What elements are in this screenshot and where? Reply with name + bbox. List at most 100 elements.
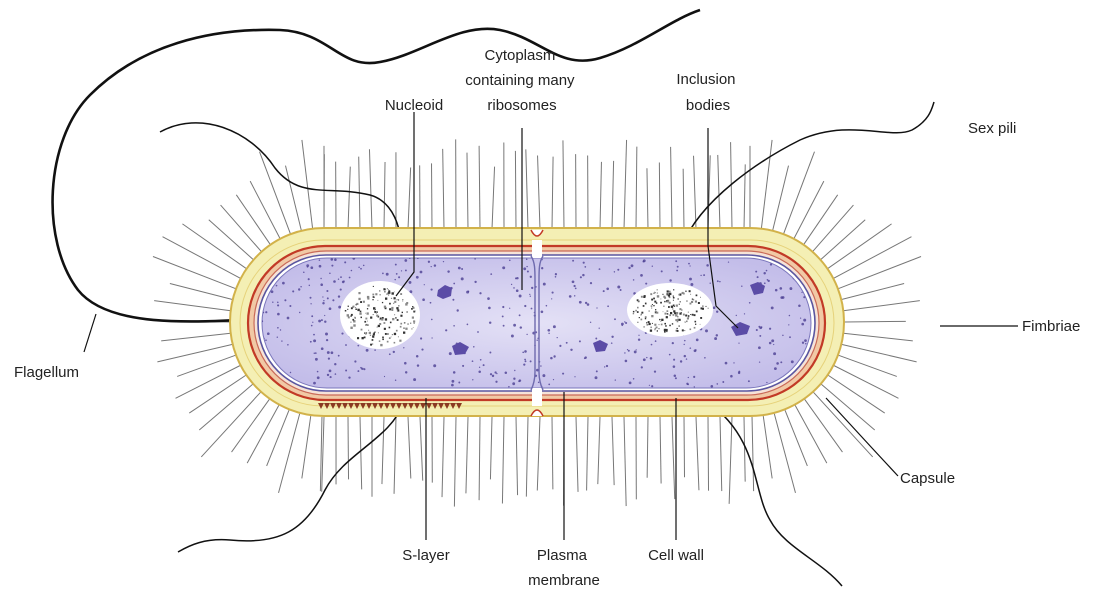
ribosome-dot xyxy=(287,317,290,320)
dna-speck xyxy=(389,337,391,339)
ribosome-dot xyxy=(322,302,324,304)
dna-speck xyxy=(664,301,665,302)
ribosome-dot xyxy=(749,302,751,304)
ribosome-dot xyxy=(789,336,791,338)
ribosome-dot xyxy=(361,368,363,370)
dna-speck xyxy=(664,331,666,333)
dna-speck xyxy=(350,327,352,329)
dna-speck xyxy=(368,304,370,306)
dna-speck xyxy=(379,340,381,342)
dna-speck xyxy=(379,290,380,291)
ribosome-dot xyxy=(366,349,369,352)
ribosome-dot xyxy=(573,285,575,287)
dna-speck xyxy=(644,295,646,297)
ribosome-dot xyxy=(344,261,346,263)
ribosome-dot xyxy=(431,337,432,338)
fimbria xyxy=(490,417,492,479)
dna-speck xyxy=(398,299,399,300)
ribosome-dot xyxy=(606,288,609,291)
dna-speck xyxy=(638,300,639,301)
dna-speck xyxy=(357,337,359,339)
dna-speck xyxy=(402,301,403,302)
dna-speck xyxy=(654,292,655,293)
ribosome-dot xyxy=(513,378,515,380)
plasma-membrane-label: Plasma membrane xyxy=(528,547,600,589)
ribosome-dot xyxy=(322,296,323,297)
ribosome-dot xyxy=(650,357,653,360)
ribosome-dot xyxy=(345,370,347,372)
dna-speck xyxy=(376,313,377,314)
ribosome-dot xyxy=(382,273,384,275)
ribosome-dot xyxy=(587,303,590,306)
dna-speck xyxy=(667,313,668,314)
dna-speck xyxy=(377,327,378,328)
dna-speck xyxy=(384,328,386,330)
ribosome-dot xyxy=(348,376,350,378)
ribosome-dot xyxy=(483,364,485,366)
ribosome-dot xyxy=(317,376,320,379)
ribosome-dot xyxy=(405,371,407,373)
dna-speck xyxy=(388,289,389,290)
fimbria xyxy=(612,417,614,485)
dna-speck xyxy=(675,319,677,321)
dna-speck xyxy=(679,308,681,310)
ribosome-dot xyxy=(690,283,693,286)
dna-speck xyxy=(384,306,386,308)
ribosome-dot xyxy=(389,353,391,355)
ribosome-dot xyxy=(526,266,527,267)
ribosome-dot xyxy=(773,352,776,355)
dna-speck xyxy=(651,299,653,301)
ribosome-dot xyxy=(789,315,791,317)
dna-speck xyxy=(374,310,375,311)
ribosome-dot xyxy=(357,345,359,347)
dna-speck xyxy=(660,299,661,300)
ribosome-dot xyxy=(405,269,407,271)
dna-speck xyxy=(398,305,399,306)
fimbria xyxy=(479,146,480,229)
dna-speck xyxy=(368,330,369,331)
dna-speck xyxy=(653,305,654,306)
ribosome-dot xyxy=(523,363,525,365)
ribosome-dot xyxy=(674,375,677,378)
ribosome-dot xyxy=(328,358,330,360)
dna-speck xyxy=(641,314,642,315)
dna-speck xyxy=(679,313,681,315)
ribosome-dot xyxy=(431,319,433,321)
dna-speck xyxy=(695,301,697,303)
fimbria xyxy=(394,417,396,494)
dna-speck xyxy=(407,311,408,312)
fimbria xyxy=(279,414,300,493)
ribosome-dot xyxy=(298,288,300,290)
ribosome-dot xyxy=(595,376,598,379)
dna-speck xyxy=(397,299,398,300)
fimbria xyxy=(454,417,456,507)
dna-speck xyxy=(670,312,672,314)
dna-speck xyxy=(380,294,381,295)
ribosome-dot xyxy=(329,307,332,310)
ribosome-dot xyxy=(512,382,515,385)
ribosome-dot xyxy=(590,322,591,323)
dna-speck xyxy=(410,323,411,324)
dna-speck xyxy=(411,328,412,329)
fimbria xyxy=(302,416,311,478)
ribosome-dot xyxy=(520,326,522,328)
ribosome-dot xyxy=(733,362,734,363)
dna-speck xyxy=(659,324,660,325)
ribosome-dot xyxy=(357,370,359,372)
ribosome-dot xyxy=(326,290,328,292)
ribosome-dot xyxy=(768,280,770,282)
dna-speck xyxy=(377,300,378,301)
ribosome-dot xyxy=(566,342,568,344)
dna-speck xyxy=(690,314,691,315)
ribosome-dot xyxy=(329,370,332,373)
fimbria xyxy=(182,224,247,269)
dna-speck xyxy=(645,318,646,319)
dna-speck xyxy=(666,316,668,318)
dna-speck xyxy=(656,327,658,329)
ribosome-dot xyxy=(596,370,598,372)
ribosome-dot xyxy=(277,302,279,304)
ribosome-dot xyxy=(323,300,324,301)
fimbria xyxy=(369,149,372,229)
cytoplasm-label-line: containing many xyxy=(465,72,575,89)
ribosome-dot xyxy=(416,355,419,358)
